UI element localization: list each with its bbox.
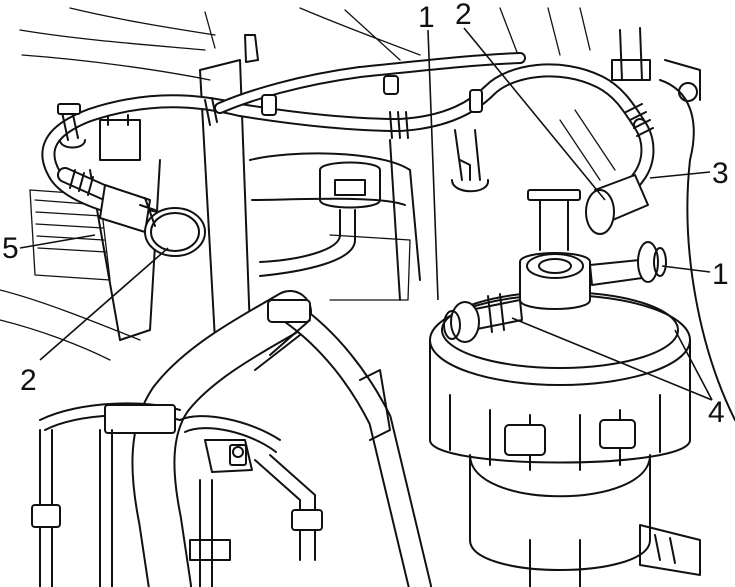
callout-1-right: 1 [712, 258, 729, 291]
leader-1-top [427, 29, 439, 301]
leader-3 [649, 171, 711, 179]
leader-4-a [511, 317, 713, 401]
leader-2-bottom [39, 247, 169, 361]
fuel-hose-loop [41, 52, 655, 229]
callout-2-bottom: 2 [20, 364, 37, 397]
callout-1-top: 1 [418, 1, 435, 34]
left-connector [57, 103, 206, 257]
leader-1-right [661, 265, 711, 273]
callout-4: 4 [708, 396, 725, 429]
leader-4-b [674, 329, 713, 401]
leader-lines [19, 27, 713, 401]
callout-5: 5 [2, 232, 19, 265]
lower-left-pipes [31, 290, 701, 587]
callouts: 1 2 3 1 4 5 2 [2, 0, 729, 429]
leader-2-top [463, 27, 606, 201]
callout-2-top: 2 [455, 0, 472, 31]
callout-3: 3 [712, 157, 729, 190]
fuel-filter [429, 174, 691, 587]
leader-5 [19, 234, 96, 249]
